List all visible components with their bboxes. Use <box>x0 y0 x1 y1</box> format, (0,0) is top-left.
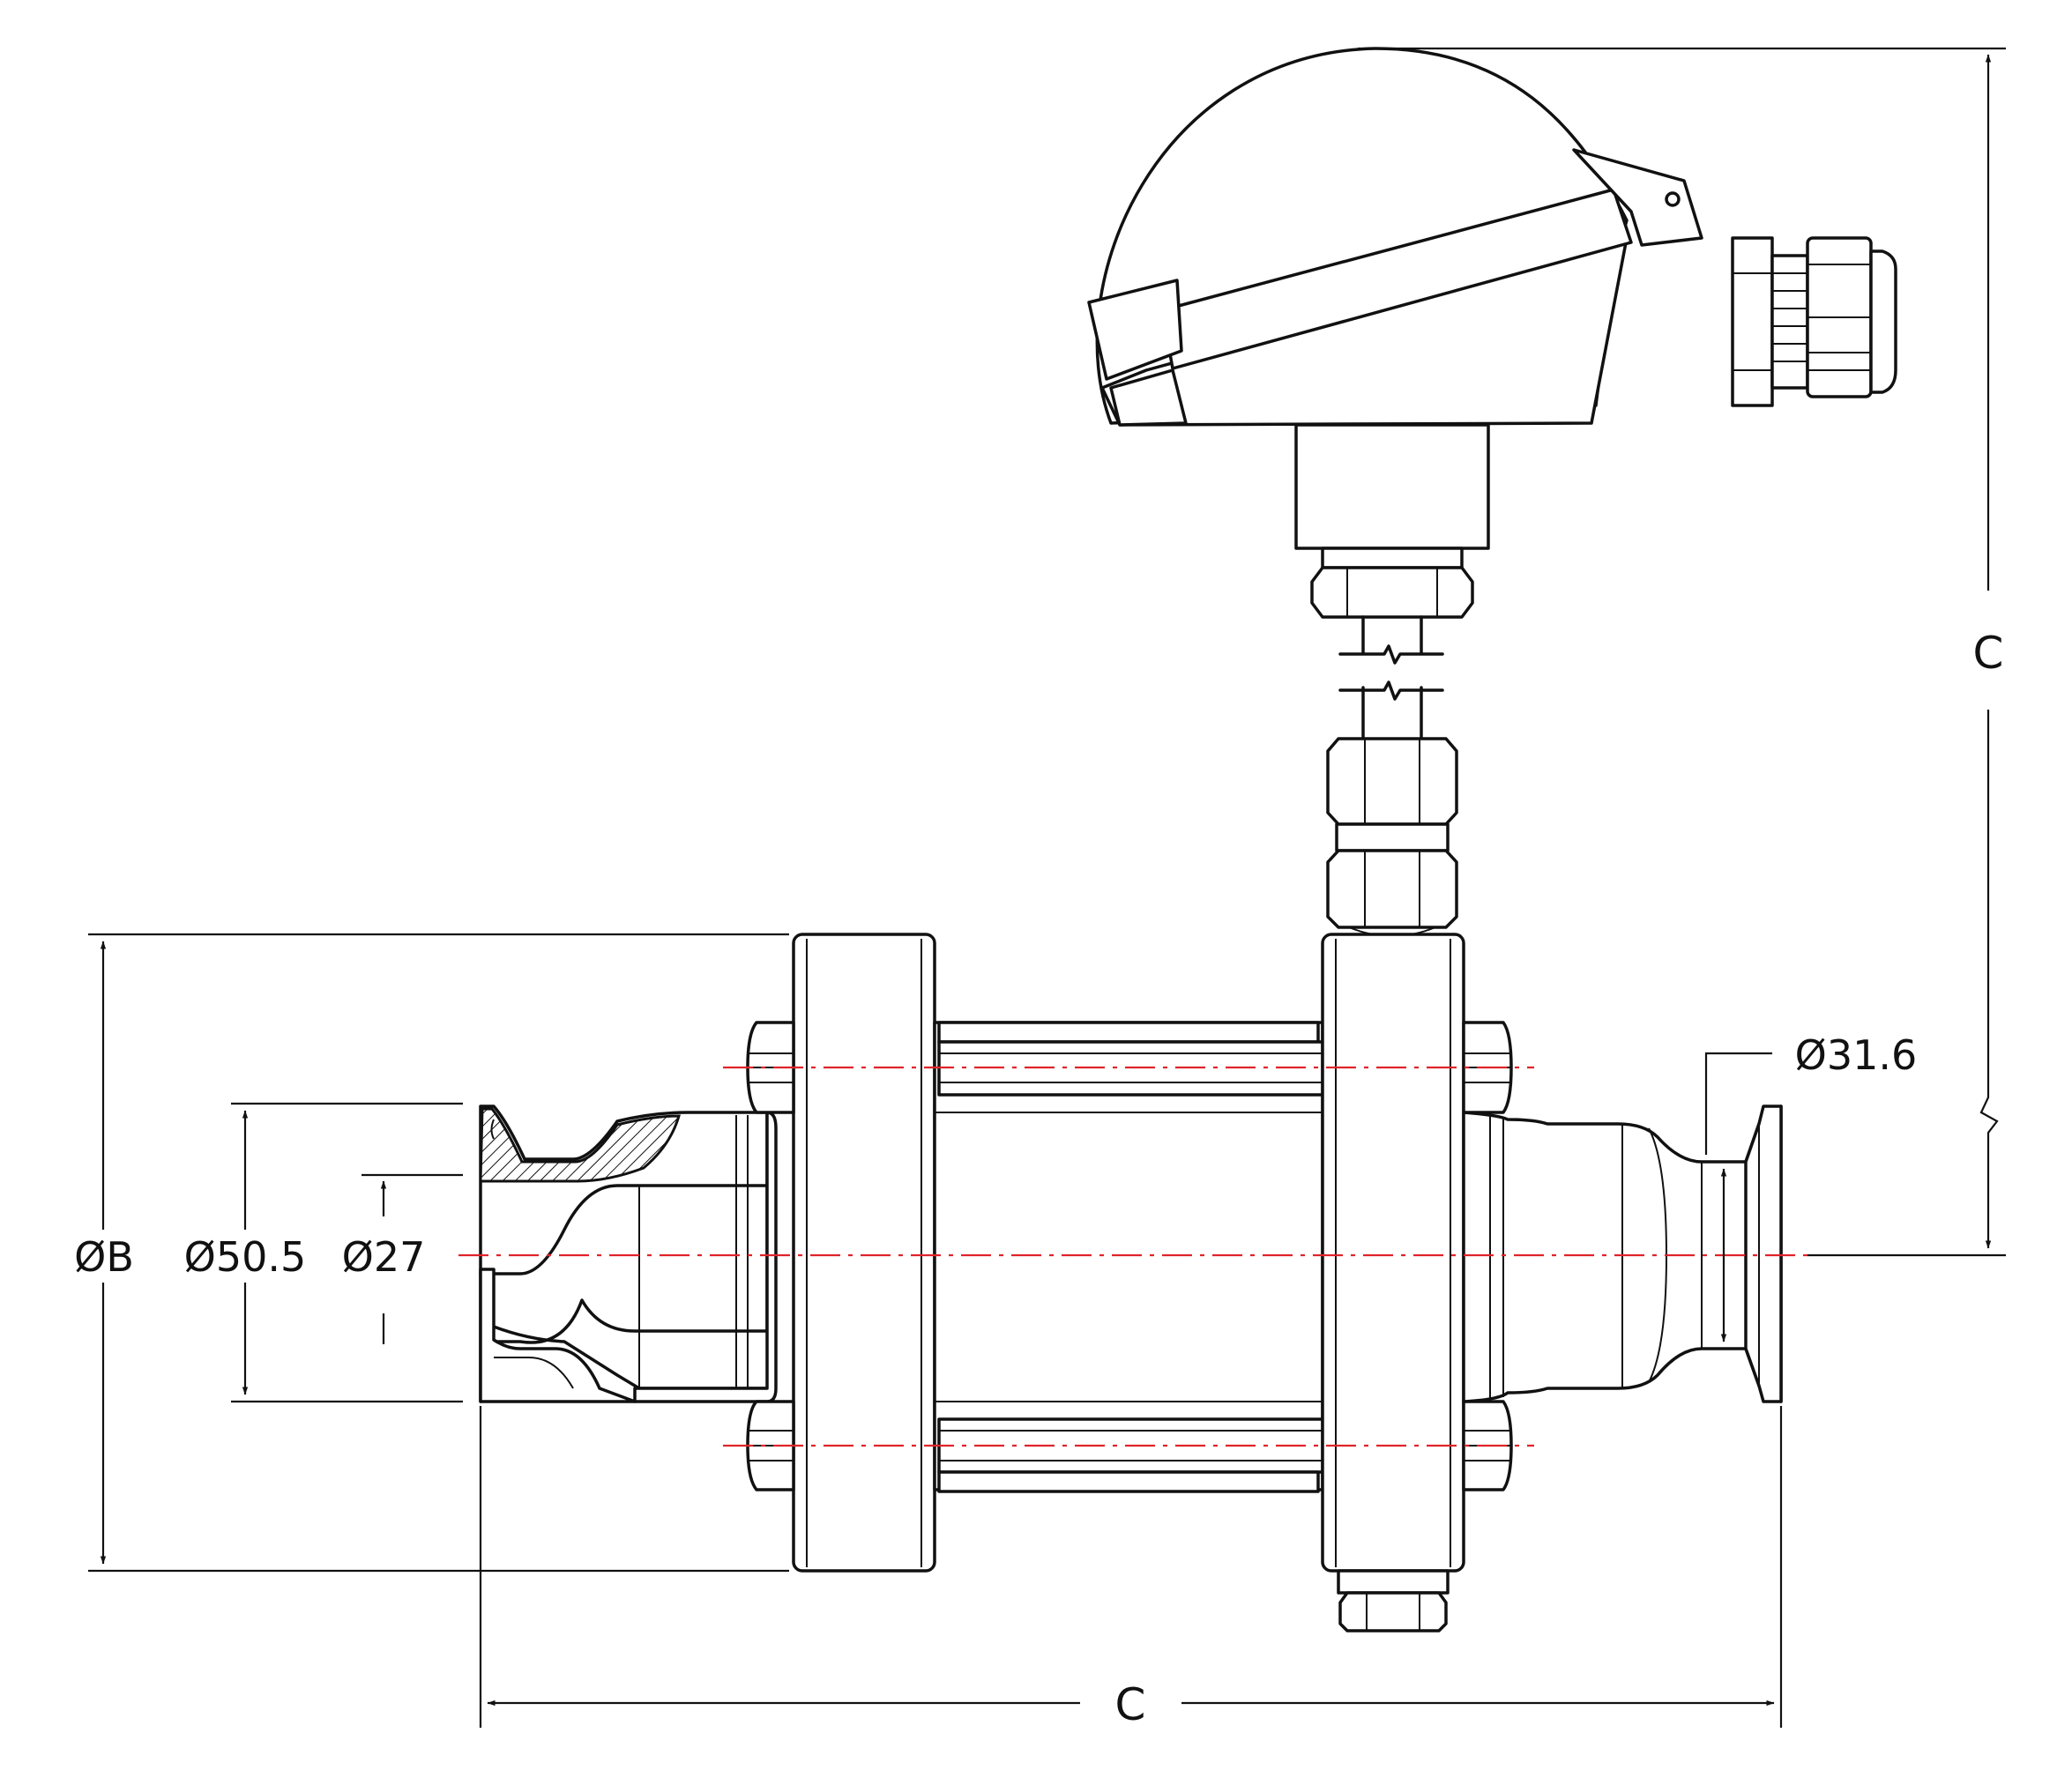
upper-tie-rod-cap <box>937 1021 1320 1044</box>
latch-pin <box>1665 191 1681 207</box>
right-ferrule <box>1462 1104 1783 1403</box>
head-neck <box>1294 423 1490 550</box>
drain-plug-ring <box>1337 1569 1450 1595</box>
sight-glass-body <box>933 1021 1324 1493</box>
break-line-upper <box>1338 644 1444 665</box>
compression-fitting <box>1326 737 1458 937</box>
right-bore-diameter-label: Ø31.6 <box>1795 1031 1918 1079</box>
length-dimension-label: C <box>1115 1679 1146 1730</box>
height-dimension-label: C <box>1973 628 2004 679</box>
clamp-diameter-label: Ø50.5 <box>184 1233 307 1281</box>
ferrule-section-hatch <box>479 1107 682 1183</box>
lid-hinge-left-upper <box>1087 279 1183 381</box>
flange-diameter-label: ØB <box>74 1233 134 1281</box>
terminal-head <box>1087 47 1897 619</box>
thermowell-stem <box>1338 615 1444 740</box>
cable-gland <box>1731 236 1897 407</box>
centerlines <box>458 1066 1807 1447</box>
lid-hinge-left-lower <box>1109 368 1188 427</box>
left-bore-diameter-label: Ø27 <box>342 1233 426 1281</box>
drain-plug-nut <box>1338 1591 1448 1633</box>
upper-hex-nut <box>1310 566 1474 619</box>
left-ferrule <box>479 1104 778 1403</box>
break-line-lower <box>1338 681 1444 701</box>
right-clamp-flange <box>1744 1104 1783 1403</box>
neck-ring <box>1321 547 1464 569</box>
lid-latch <box>1572 148 1703 247</box>
dimension-lines <box>88 47 2006 1728</box>
